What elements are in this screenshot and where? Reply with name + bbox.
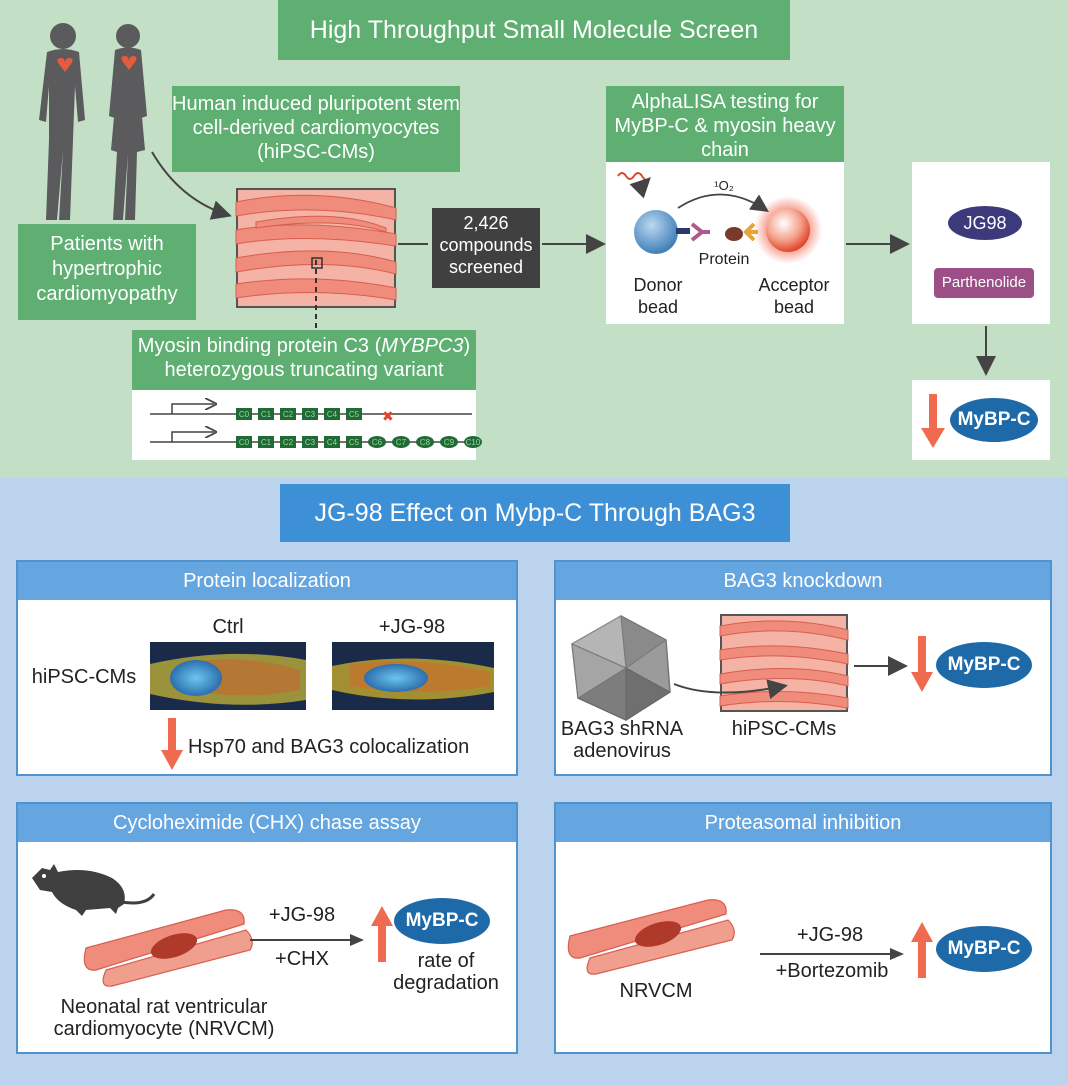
exon-c8 [416,436,434,448]
exon-c6 [368,436,386,448]
truncation-x-icon: ✖ [382,408,394,424]
exon-c4 [324,408,340,420]
down-arrow-icon [921,394,945,448]
panel3-title: Cycloheximide (CHX) chase assay [18,804,516,842]
hit-jg98: JG98 [948,206,1022,240]
exon-c5 [346,436,362,448]
colocalization-result: Hsp70 and BAG3 colocalization [188,736,470,758]
panel3-mybpc-pill: MyBP-C [394,898,490,944]
exon-label: C1 [261,410,272,419]
panel4-mybpc-pill: MyBP-C [936,926,1032,972]
down-arrow-icon [161,718,183,770]
virus-label: BAG3 shRNA adenovirus [560,718,684,762]
hipsc-cm-knockdown-image [719,614,849,712]
rat-icon [32,864,156,916]
panel3-treat2: +CHX [275,948,329,970]
gene-row-truncated: C0 C1 C2 C3 C4 C5 [236,408,362,420]
nrvcm-cell-image [83,909,253,987]
exon-c5 [346,408,362,420]
adenovirus-icon [570,615,671,721]
exon-c0 [236,408,252,420]
nrvcm-full-label: Neonatal rat ventricular cardiomyocyte (… [53,996,275,1040]
exon-label: C3 [305,410,316,419]
panel2-mybpc-pill: MyBP-C [936,642,1032,688]
hits-panel [912,162,1050,324]
exon-c3 [302,408,318,420]
exon-c9 [440,436,458,448]
down-arrow-icon [911,636,933,692]
exon-label: C2 [283,410,294,419]
acceptor-bead-icon [766,208,810,252]
exon-c3 [302,436,318,448]
chx-arrow [250,934,364,946]
acceptor-bead-label: Acceptor bead [758,275,830,317]
exon-label: C3 [305,438,316,447]
screen-title: High Throughput Small Molecule Screen [278,0,790,60]
panel4-treat2: +Bortezomib [775,960,889,982]
microscopy-images [150,642,494,710]
ctrl-label: Ctrl [212,616,244,638]
exon-c1 [258,436,274,448]
up-arrow-icon [371,906,393,962]
hipsc-row-label: hiPSC-CMs [31,666,137,688]
hit-parthenolide: Parthenolide [934,268,1034,298]
hipsc-label: Human induced pluripotent stem cell-deri… [172,86,460,172]
donor-bead-label: Donor bead [633,275,683,317]
degradation-label: rate of degradation [393,950,499,994]
exon-label: C0 [239,438,250,447]
panel4-title: Proteasomal inhibition [556,804,1050,842]
compounds-box: 2,426 compounds screened [432,208,540,288]
protein-label: Protein [699,251,750,268]
protein-icon [725,227,743,241]
panel2-arrows [673,656,908,699]
exon-c1 [258,408,274,420]
nrvcm-label: NRVCM [619,980,693,1002]
exon-label: C6 [372,438,383,447]
variant-label: Myosin binding protein C3 (MYBPC3) heter… [132,330,476,390]
top-arrows [151,151,996,376]
exon-c4 [324,436,340,448]
exon-label: C7 [396,438,407,447]
exon-c7 [392,436,410,448]
exon-c2 [280,408,296,420]
exon-label: C10 [466,438,481,447]
exon-label: C8 [420,438,431,447]
gene-row-full: C0 C1 C2 C3 C4 C5 C6 C7 C8 C9 C10 [236,436,482,448]
exon-c2 [280,436,296,448]
exon-label: C9 [444,438,455,447]
exon-label: C2 [283,438,294,447]
knockdown-cells-label: hiPSC-CMs [731,718,837,740]
up-arrow-icon [911,922,933,978]
panel3-treat1: +JG-98 [268,904,336,926]
panel1-title: Protein localization [18,562,516,600]
exon-label: C5 [349,438,360,447]
patients-label: Patients with hypertrophic cardiomyopath… [18,224,196,320]
alphalisa-label: AlphaLISA testing for MyBP-C & myosin he… [606,86,844,166]
exon-c0 [236,436,252,448]
gene-diagram-panel [132,390,476,460]
panel4-treat1: +JG-98 [796,924,864,946]
exon-label: C5 [349,410,360,419]
oxygen-label: ¹O₂ [714,178,734,193]
donor-bead-icon [634,210,678,254]
panel2-title: BAG3 knockdown [556,562,1050,600]
exon-label: C4 [327,438,338,447]
exon-label: C1 [261,438,272,447]
exon-c10 [464,436,482,448]
exon-label: C0 [239,410,250,419]
jg98-label: +JG-98 [378,616,446,638]
alphalisa-diagram: ¹O₂ Protein [617,172,822,268]
human-silhouettes-icon [39,23,147,220]
bag3-title: JG-98 Effect on Mybp-C Through BAG3 [280,484,790,542]
nrvcm-cell-image-2 [567,899,735,975]
mybpc-result-pill: MyBP-C [950,398,1038,442]
exon-label: C4 [327,410,338,419]
bortezomib-arrow [760,948,904,960]
